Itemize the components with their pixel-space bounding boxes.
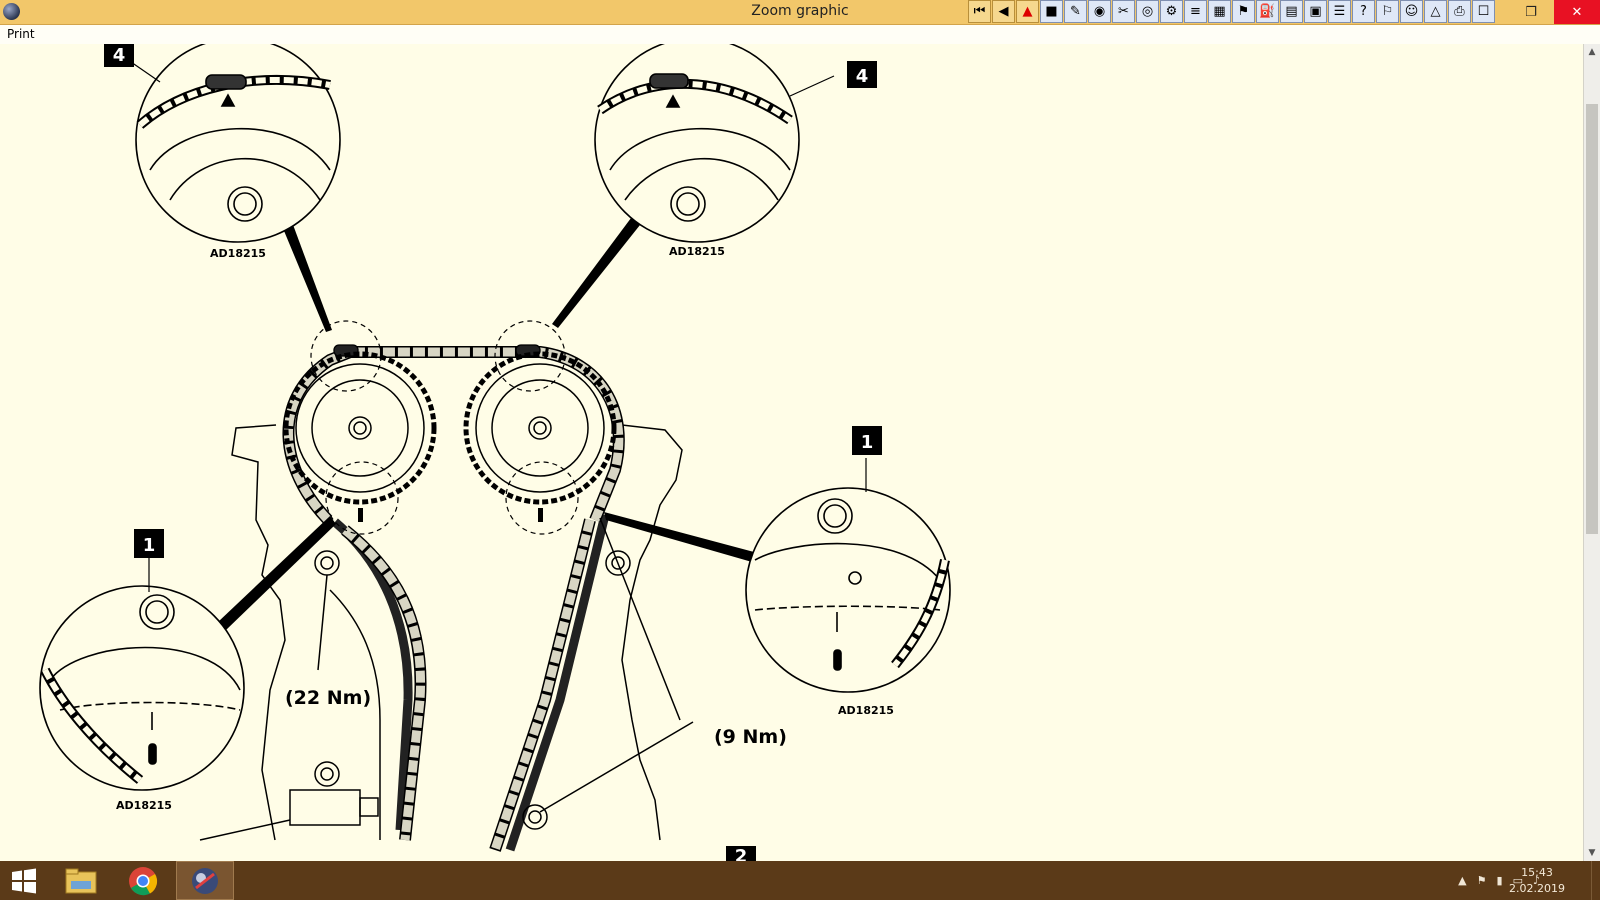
tensioner-rail-left (332, 518, 413, 831)
torque-label-9nm: (9 Nm) (714, 726, 787, 748)
help-icon[interactable]: ? (1352, 0, 1375, 23)
show-desktop-button[interactable] (1591, 861, 1600, 900)
toolbar: ⏮ ◀ ▲ ■ ✎ ◉ ✂ ◎ ⚙ ≡ ▦ ⚑ ⛽ ▤ ▣ ☰ ? ⚐ ☺ △ … (968, 0, 1495, 24)
electrical-icon[interactable]: ▦ (1208, 0, 1231, 23)
zoom-graphic-canvas[interactable]: 4 4 1 1 2 AD18215 AD18215 AD18215 AD1821… (0, 44, 1583, 861)
bolt-lower-right (522, 804, 548, 830)
technician-icon[interactable]: ☺ (1400, 0, 1423, 23)
show-hidden-icons-icon[interactable]: ▲ (1458, 874, 1467, 887)
system-tray: ▲ ⚑ ▮ ▭ ♪ (1458, 861, 1540, 900)
window-title: Zoom graphic (751, 3, 849, 19)
scroll-thumb[interactable] (1586, 104, 1598, 534)
magnified-view-bottom-left (39, 585, 245, 791)
pointer-top-left (282, 222, 332, 332)
engine-block-left-outline (231, 424, 286, 841)
detail-circle-top-left (310, 320, 382, 392)
callout-2-label: 2 (735, 846, 748, 861)
file-explorer-button[interactable] (52, 861, 110, 900)
parts-icon[interactable]: ⚑ (1232, 0, 1255, 23)
repair-icon[interactable]: ⚙ (1160, 0, 1183, 23)
adjust-icon[interactable]: ≡ (1184, 0, 1207, 23)
magnified-view-right (745, 487, 951, 693)
scroll-up-icon[interactable]: ▲ (1588, 47, 1596, 57)
bolt-left (314, 550, 340, 576)
folder-icon (65, 868, 97, 893)
detail-circle-bottom-right (505, 461, 579, 535)
title-bar: Zoom graphic ⏮ ◀ ▲ ■ ✎ ◉ ✂ ◎ ⚙ ≡ ▦ ⚑ ⛽ ▤… (0, 0, 1600, 25)
torque-label-22nm: (22 Nm) (285, 687, 371, 709)
callout-1-left-label: 1 (143, 535, 156, 556)
chrome-button[interactable] (114, 861, 172, 900)
ref-code-right: AD18215 (838, 704, 894, 717)
ref-code-top-left: AD18215 (210, 247, 266, 260)
taskbar: ▲ ⚑ ▮ ▭ ♪ 15:43 2.02.2019 (0, 861, 1600, 900)
close-icon[interactable]: ✕ (1554, 0, 1600, 24)
ref-code-top-right: AD18215 (669, 245, 725, 258)
menu-bar: Print (0, 25, 1600, 45)
power-icon[interactable]: ▮ (1496, 874, 1503, 887)
network-icon[interactable]: ▭ (1512, 874, 1523, 887)
vehicle-icon[interactable]: ⚐ (1376, 0, 1399, 23)
callout-box-4-right: 4 (847, 61, 877, 88)
scroll-down-icon[interactable]: ▼ (1588, 848, 1596, 858)
engine-block-left-inner (329, 589, 381, 840)
vertical-scrollbar[interactable]: ▲ ▼ (1583, 44, 1600, 861)
callout-1-right-label: 1 (861, 432, 874, 453)
tensioner-body (289, 789, 361, 826)
pointer-top-right (552, 214, 644, 328)
info-icon[interactable]: ◉ (1088, 0, 1111, 23)
sign-icon[interactable]: △ (1424, 0, 1447, 23)
clock-date: 2.02.2019 (1509, 882, 1565, 895)
notes-icon[interactable]: ☐ (1472, 0, 1495, 23)
bolt-tensioner (314, 761, 340, 787)
tools-icon[interactable]: ✂ (1112, 0, 1135, 23)
repair-app-icon (192, 867, 218, 894)
gauge-icon[interactable]: ◎ (1136, 0, 1159, 23)
window-controls: ❐ ✕ (1508, 0, 1600, 24)
warning-icon[interactable]: ▲ (1016, 0, 1039, 23)
callout-box-1-left: 1 (134, 529, 164, 558)
action-center-flag-icon[interactable]: ⚑ (1476, 874, 1487, 887)
callout-4-right-label: 4 (856, 66, 869, 87)
callout-box-1-right: 1 (852, 426, 882, 455)
chrome-icon (129, 866, 158, 895)
print-icon[interactable]: ⎙ (1448, 0, 1471, 23)
system-clock[interactable]: 15:43 2.02.2019 (1502, 865, 1572, 897)
clock-time: 15:43 (1521, 866, 1553, 879)
app-icon[interactable] (3, 3, 20, 20)
magnified-view-top-left (135, 44, 341, 243)
component-icon[interactable]: ✎ (1064, 0, 1087, 23)
chart-icon[interactable]: ▤ (1280, 0, 1303, 23)
pointer-right (604, 512, 754, 562)
fuel-icon[interactable]: ⛽ (1256, 0, 1279, 23)
detail-circle-bottom-left (325, 461, 399, 535)
magnified-view-top-right (594, 44, 800, 243)
settings-icon[interactable]: ☰ (1328, 0, 1351, 23)
diagram-icon[interactable]: ▣ (1304, 0, 1327, 23)
cam-sprocket-left (283, 351, 437, 505)
bolt-right (605, 550, 631, 576)
engine-block-right-outline (621, 424, 683, 841)
first-page-icon[interactable]: ⏮ (968, 0, 991, 23)
windows-logo-icon (12, 868, 36, 893)
start-button[interactable] (0, 861, 48, 900)
volume-icon[interactable]: ♪ (1532, 874, 1540, 887)
cam-sprocket-right (463, 351, 617, 505)
repair-app-button[interactable] (176, 861, 234, 900)
menu-item-print[interactable]: Print (7, 27, 35, 41)
callout-box-4-left: 4 (104, 44, 134, 67)
detail-circle-top-right (494, 320, 566, 392)
ref-code-bottom-left: AD18215 (116, 799, 172, 812)
callout-box-2: 2 (726, 846, 756, 861)
previous-page-icon[interactable]: ◀ (992, 0, 1015, 23)
dictionary-icon[interactable]: ■ (1040, 0, 1063, 23)
guide-rail-right (505, 513, 610, 852)
callout-4-left-label: 4 (113, 45, 126, 66)
pointer-bottom-left (218, 516, 336, 630)
restore-icon[interactable]: ❐ (1525, 4, 1537, 20)
